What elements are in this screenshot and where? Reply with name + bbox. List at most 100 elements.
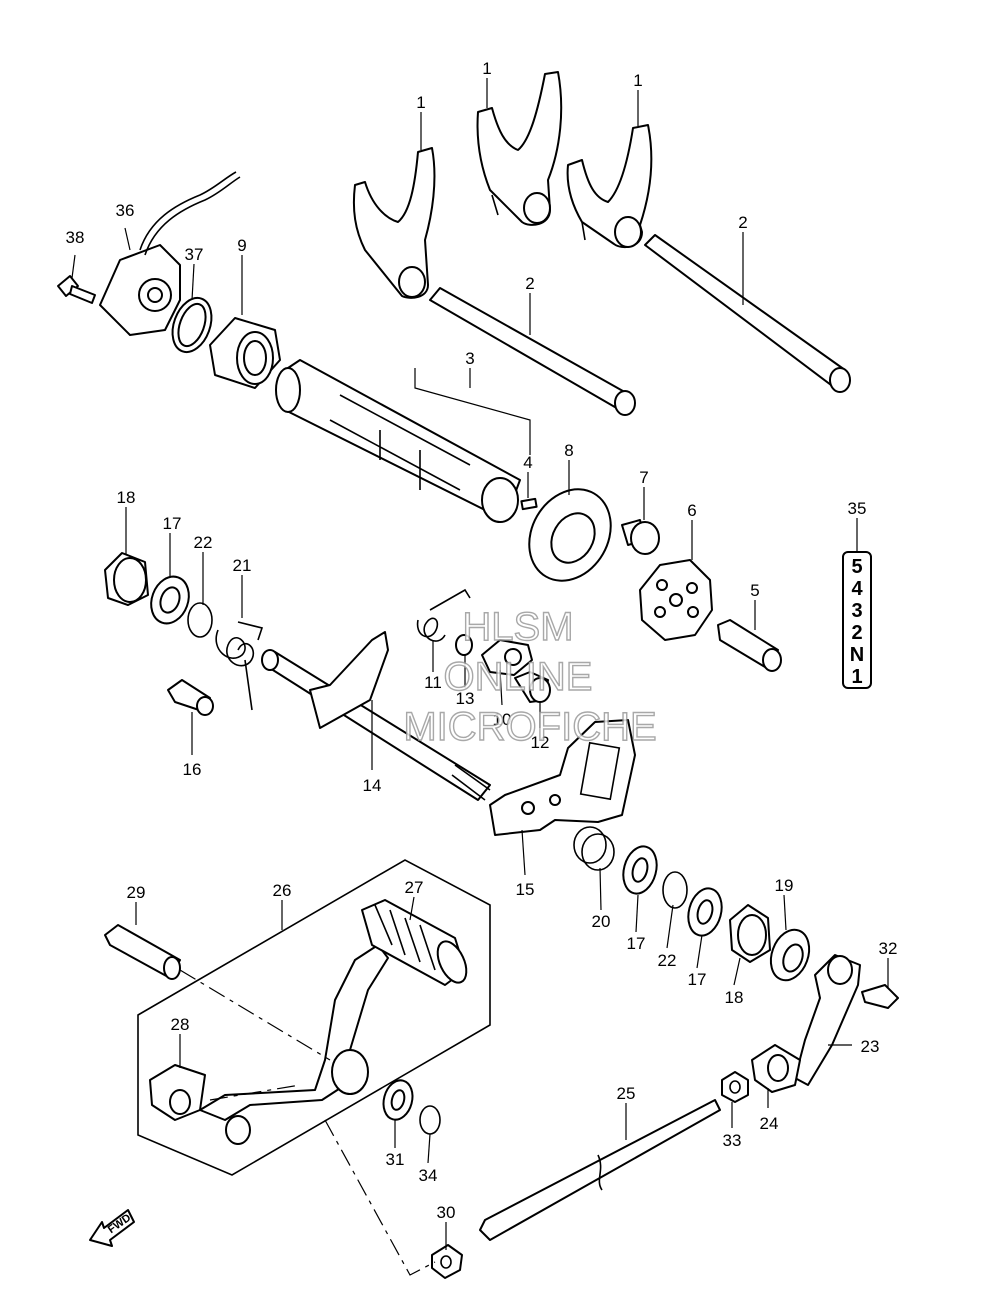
return-spring-21: [215, 621, 264, 711]
callout-labels: 1 1 1 2 2 3 4 5 6 7 8 9 10 11 12 13 14 1…: [66, 59, 898, 1222]
needle-bearing-9: [209, 317, 281, 389]
washer-13: [455, 634, 473, 656]
shift-plate: [489, 719, 636, 836]
rod-end-24: [751, 1044, 801, 1093]
bearing-18-upper: [104, 552, 149, 606]
fork-shaft-right: [644, 234, 851, 393]
callout-29: 29: [127, 883, 146, 902]
watermark: HLSM ONLINE MICROFICHE: [403, 604, 658, 749]
callout-24: 24: [760, 1114, 779, 1133]
gear-position-indicator: 5 4 3 2 N 1: [842, 551, 872, 689]
callout-22: 22: [194, 533, 213, 552]
callout-1: 1: [633, 71, 642, 90]
cam-stopper-plate: [639, 559, 713, 641]
callout-16: 16: [183, 760, 202, 779]
gearshift-lever-26: [199, 944, 389, 1145]
callout-2: 2: [525, 274, 534, 293]
pivot-bolt-28: [149, 1064, 206, 1121]
gearshift-shaft: [261, 631, 491, 801]
callout-20: 20: [592, 912, 611, 931]
callout-11: 11: [424, 673, 442, 692]
callout-4: 4: [523, 453, 532, 472]
gearshift-cam: [275, 359, 521, 523]
assembly-lines: [179, 969, 436, 1276]
circlip-22-upper: [187, 602, 213, 638]
shift-fork-middle: [476, 71, 563, 226]
callout-26: 26: [273, 881, 292, 900]
cam-bearing: [528, 488, 612, 582]
footpeg-rubber-27: [361, 899, 468, 986]
callout-1: 1: [416, 93, 425, 112]
callout-1: 1: [482, 59, 491, 78]
screw-38: [57, 275, 96, 304]
gear-label-5: 5: [851, 556, 862, 578]
circlip-34: [419, 1105, 441, 1135]
callout-9: 9: [237, 236, 246, 255]
callout-17: 17: [688, 970, 707, 989]
callout-10: 10: [493, 710, 512, 729]
callout-17: 17: [627, 934, 646, 953]
gearshift-arm-23: [794, 954, 861, 1086]
leader-lines: [71, 78, 889, 1250]
callout-36: 36: [116, 201, 135, 220]
spring-11: [416, 588, 471, 642]
fwd-arrow-icon: FWD: [89, 1209, 135, 1247]
nut-33: [721, 1071, 749, 1103]
fork-shaft-middle: [429, 287, 636, 416]
o-ring-37: [171, 296, 213, 354]
bolt-12: [514, 671, 551, 703]
bolt-32: [861, 984, 899, 1009]
bearing-18-lower: [729, 904, 771, 963]
callout-2: 2: [738, 213, 747, 232]
callout-3: 3: [465, 349, 474, 368]
callout-37: 37: [185, 245, 204, 264]
cam-pin: [520, 497, 538, 511]
callout-30: 30: [437, 1203, 456, 1222]
callout-17: 17: [163, 514, 182, 533]
callout-25: 25: [617, 1084, 636, 1103]
gear-label-n: N: [850, 644, 864, 666]
watermark-line-2: ONLINE: [444, 655, 593, 699]
pawl-10: [481, 639, 533, 676]
callout-21: 21: [233, 556, 252, 575]
stopper-pin: [717, 619, 782, 672]
callout-31: 31: [386, 1150, 405, 1169]
callout-18: 18: [725, 988, 744, 1007]
watermark-line-3: MICROFICHE: [403, 705, 656, 749]
callout-32: 32: [879, 939, 898, 958]
callout-13: 13: [456, 689, 475, 708]
gearshift-link-rod-25: [479, 1099, 721, 1241]
callout-28: 28: [171, 1015, 190, 1034]
callout-27: 27: [405, 878, 424, 897]
callout-15: 15: [516, 880, 535, 899]
nut-30: [431, 1244, 463, 1279]
gear-label-1: 1: [851, 666, 862, 688]
washer-17-lower-a: [622, 845, 658, 895]
callout-23: 23: [861, 1037, 880, 1056]
spring-20: [573, 826, 615, 871]
gear-label-4: 4: [851, 578, 863, 600]
callout-14: 14: [363, 776, 382, 795]
circlip-22-lower: [662, 871, 688, 909]
oil-seal-19: [769, 928, 811, 982]
callout-19: 19: [775, 876, 794, 895]
bolt-7: [621, 519, 660, 555]
callout-34: 34: [419, 1166, 438, 1185]
callout-33: 33: [723, 1131, 742, 1150]
callout-18: 18: [117, 488, 136, 507]
callout-22: 22: [658, 951, 677, 970]
callout-6: 6: [687, 501, 696, 520]
shift-fork-right: [566, 124, 653, 249]
gear-shift-arm-stopper-16: [167, 679, 214, 716]
callout-7: 7: [639, 468, 648, 487]
callout-38: 38: [66, 228, 85, 247]
pivot-bolt-29: [104, 924, 181, 980]
gear-position-switch: [99, 171, 241, 336]
gear-label-3: 3: [851, 600, 862, 622]
gearshift-lever-box: [137, 859, 491, 1176]
callout-35: 35: [848, 499, 867, 518]
washer-17-upper: [150, 575, 190, 625]
washer-17-lower-b: [687, 887, 723, 937]
callout-5: 5: [750, 581, 759, 600]
